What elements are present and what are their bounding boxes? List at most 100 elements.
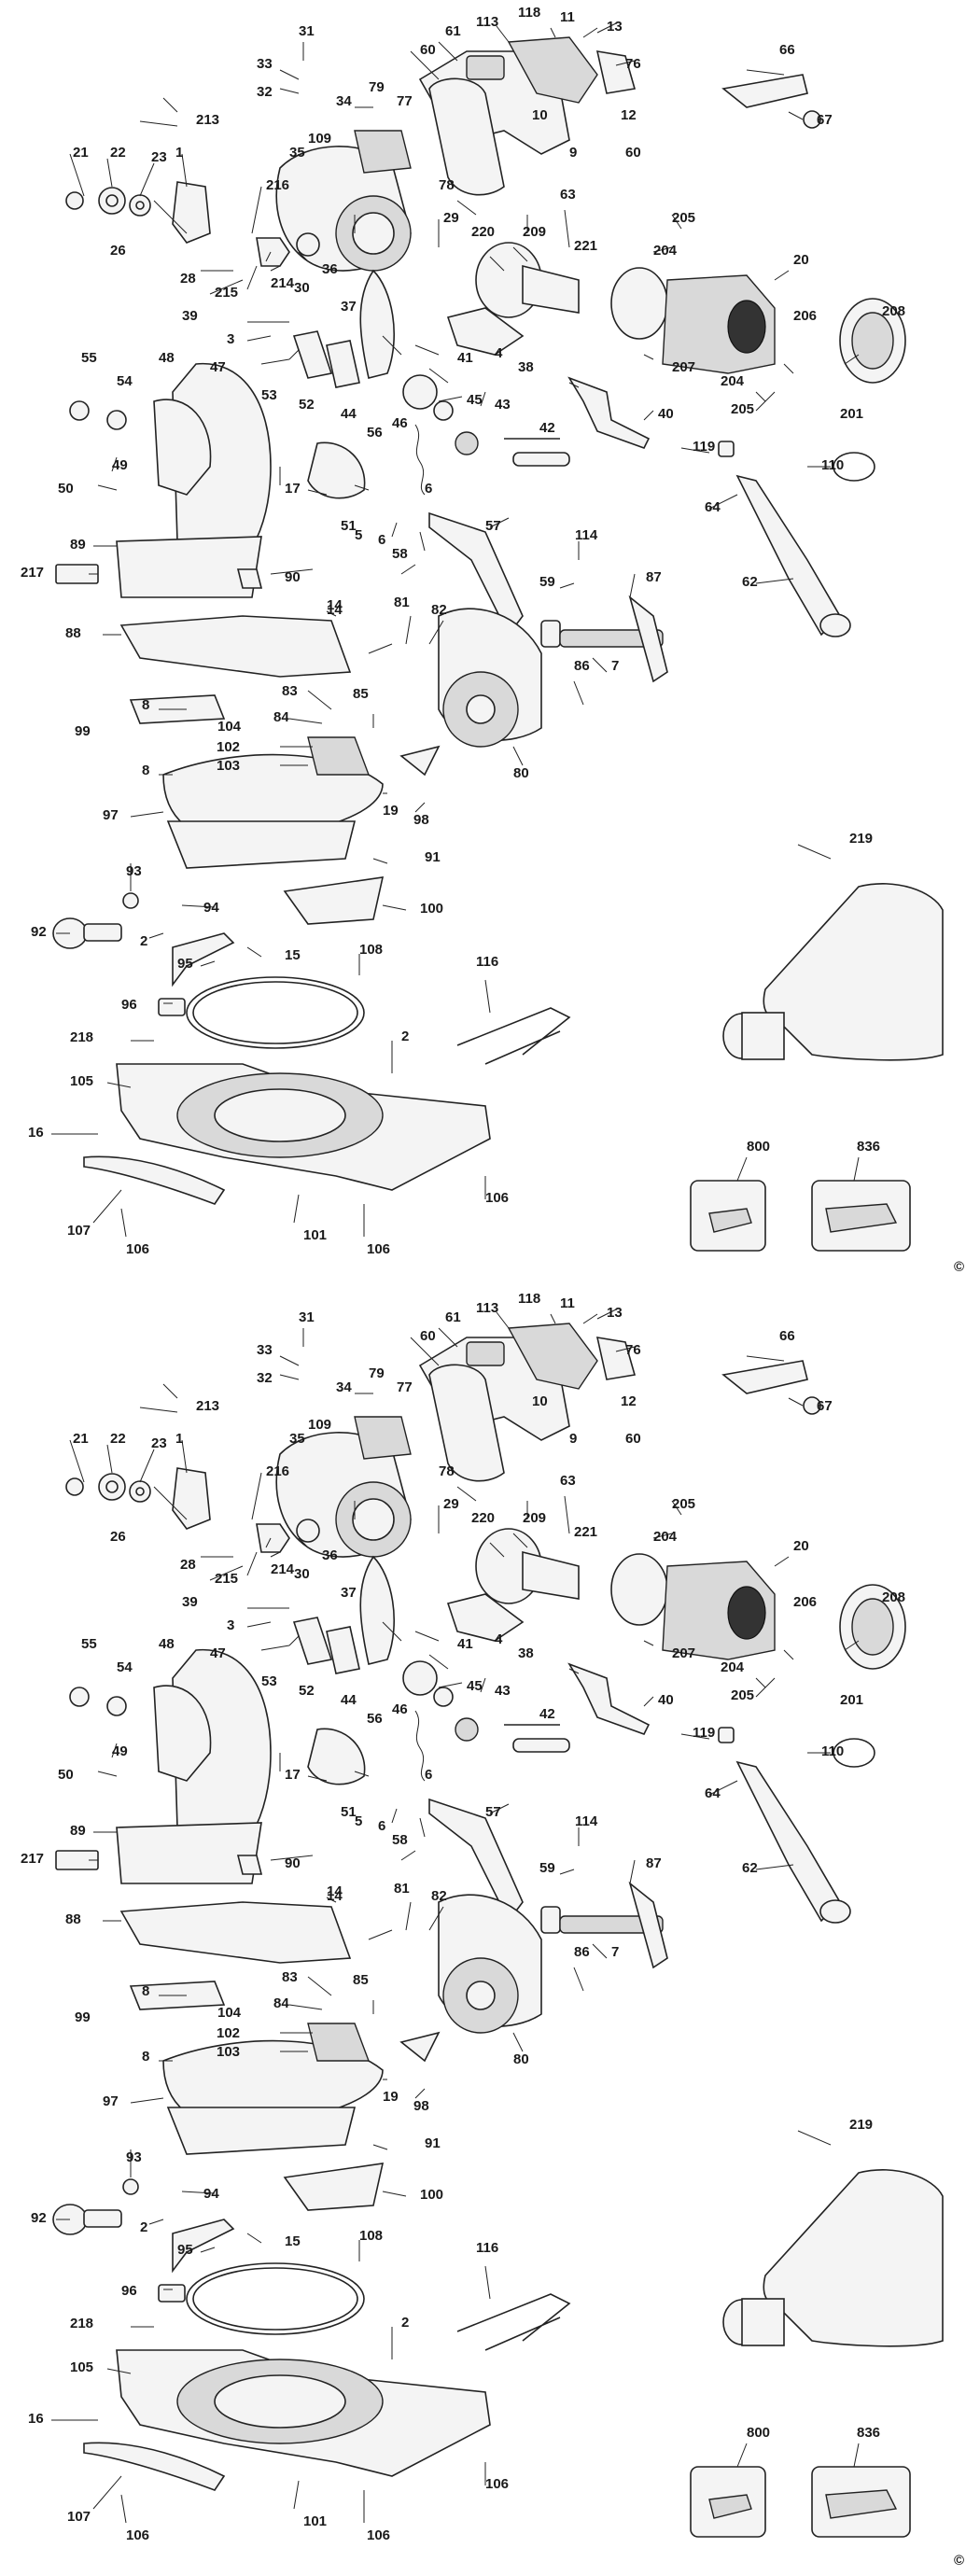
part-callout-20: 20 xyxy=(793,1538,809,1554)
part-callout-92: 92 xyxy=(31,2210,47,2226)
part-callout-37: 37 xyxy=(341,1585,357,1601)
part-callout-76: 76 xyxy=(625,56,641,72)
part-callout-106: 106 xyxy=(485,1190,509,1206)
part-callout-51: 51 xyxy=(341,518,357,534)
part-callout-44: 44 xyxy=(341,1692,357,1708)
part-callout-52: 52 xyxy=(299,1683,315,1699)
part-callout-14: 14 xyxy=(327,597,343,613)
part-callout-29: 29 xyxy=(443,210,459,226)
part-callout-79: 79 xyxy=(369,79,385,95)
part-callout-49: 49 xyxy=(112,1743,128,1759)
part-callout-12: 12 xyxy=(621,107,637,123)
part-callout-22: 22 xyxy=(110,145,126,161)
part-callout-48: 48 xyxy=(159,1636,175,1652)
part-callout-11: 11 xyxy=(560,9,575,25)
part-callout-4: 4 xyxy=(495,345,503,361)
part-callout-106: 106 xyxy=(126,2527,149,2543)
part-callout-209: 209 xyxy=(523,1510,546,1526)
part-callout-14: 14 xyxy=(327,602,343,618)
part-callout-81: 81 xyxy=(394,595,410,610)
part-callout-46: 46 xyxy=(392,1701,408,1717)
part-callout-107: 107 xyxy=(67,2509,91,2525)
part-callout-89: 89 xyxy=(70,1823,86,1839)
part-callout-34: 34 xyxy=(336,1379,352,1395)
part-callout-47: 47 xyxy=(210,359,226,375)
part-callout-42: 42 xyxy=(539,1706,555,1722)
part-callout-105: 105 xyxy=(70,1073,93,1089)
part-callout-39: 39 xyxy=(182,308,198,324)
part-callout-219: 219 xyxy=(849,2117,873,2133)
part-callout-208: 208 xyxy=(882,303,905,319)
part-callout-96: 96 xyxy=(121,997,137,1013)
part-callout-209: 209 xyxy=(523,224,546,240)
part-callout-10: 10 xyxy=(532,107,548,123)
part-callout-43: 43 xyxy=(495,397,511,413)
part-callout-33: 33 xyxy=(257,1342,273,1358)
part-callout-205: 205 xyxy=(672,1496,695,1512)
part-callout-4: 4 xyxy=(495,1631,503,1647)
part-callout-204: 204 xyxy=(721,1659,745,1675)
part-callout-82: 82 xyxy=(431,1888,447,1904)
part-callout-93: 93 xyxy=(126,2149,142,2165)
part-callout-1: 1 xyxy=(175,145,183,161)
part-callout-88: 88 xyxy=(65,1911,81,1927)
part-callout-26: 26 xyxy=(110,1529,126,1545)
part-callout-217: 217 xyxy=(21,565,44,581)
part-callout-219: 219 xyxy=(849,831,873,847)
part-callout-23: 23 xyxy=(151,1435,167,1451)
part-callout-58: 58 xyxy=(392,546,408,562)
part-callout-101: 101 xyxy=(303,2513,327,2529)
part-callout-55: 55 xyxy=(81,1636,97,1652)
part-callout-2: 2 xyxy=(401,2315,409,2331)
part-callout-97: 97 xyxy=(103,2093,119,2109)
part-callout-33: 33 xyxy=(257,56,273,72)
part-callout-94: 94 xyxy=(203,900,219,916)
part-callout-20: 20 xyxy=(793,252,809,268)
part-callout-106: 106 xyxy=(485,2476,509,2492)
part-callout-204: 204 xyxy=(653,243,678,259)
part-callout-101: 101 xyxy=(303,1227,327,1243)
part-callout-8: 8 xyxy=(142,1983,149,1999)
part-callout-82: 82 xyxy=(431,602,447,618)
part-callout-109: 109 xyxy=(308,1417,331,1433)
part-callout-36: 36 xyxy=(322,261,338,277)
part-callout-64: 64 xyxy=(705,499,721,515)
part-callout-6: 6 xyxy=(425,481,432,497)
part-callout-100: 100 xyxy=(420,901,443,917)
part-callout-16: 16 xyxy=(28,1125,44,1141)
part-callout-207: 207 xyxy=(672,1645,695,1661)
part-callout-28: 28 xyxy=(180,1557,196,1573)
part-callout-62: 62 xyxy=(742,574,758,590)
part-callout-39: 39 xyxy=(182,1594,198,1610)
part-callout-201: 201 xyxy=(840,1692,863,1708)
part-callout-97: 97 xyxy=(103,807,119,823)
part-callout-50: 50 xyxy=(58,1767,74,1783)
part-callout-83: 83 xyxy=(282,683,298,699)
part-callout-800: 800 xyxy=(747,1139,770,1155)
part-callout-60: 60 xyxy=(625,145,641,161)
part-callout-107: 107 xyxy=(67,1223,91,1239)
part-callout-99: 99 xyxy=(75,723,91,739)
part-callout-102: 102 xyxy=(217,2025,240,2041)
part-callout-10: 10 xyxy=(532,1393,548,1409)
part-callout-214: 214 xyxy=(271,275,295,291)
part-callout-31: 31 xyxy=(299,23,315,39)
part-callout-13: 13 xyxy=(607,19,623,35)
part-callout-83: 83 xyxy=(282,1969,298,1985)
part-callout-60: 60 xyxy=(420,42,436,58)
part-callout-836: 836 xyxy=(857,2425,880,2441)
part-callout-5: 5 xyxy=(355,1813,362,1829)
part-callout-40: 40 xyxy=(658,1692,674,1708)
part-callout-103: 103 xyxy=(217,2044,240,2060)
part-callout-38: 38 xyxy=(518,359,534,375)
part-callout-32: 32 xyxy=(257,1370,273,1386)
part-callout-110: 110 xyxy=(821,1743,844,1759)
part-callout-78: 78 xyxy=(439,1463,455,1479)
part-callout-35: 35 xyxy=(289,1431,305,1447)
part-callout-218: 218 xyxy=(70,2316,93,2331)
part-callout-43: 43 xyxy=(495,1683,511,1699)
part-callout-14: 14 xyxy=(327,1888,343,1904)
part-callout-105: 105 xyxy=(70,2359,93,2375)
part-callout-214: 214 xyxy=(271,1561,295,1577)
